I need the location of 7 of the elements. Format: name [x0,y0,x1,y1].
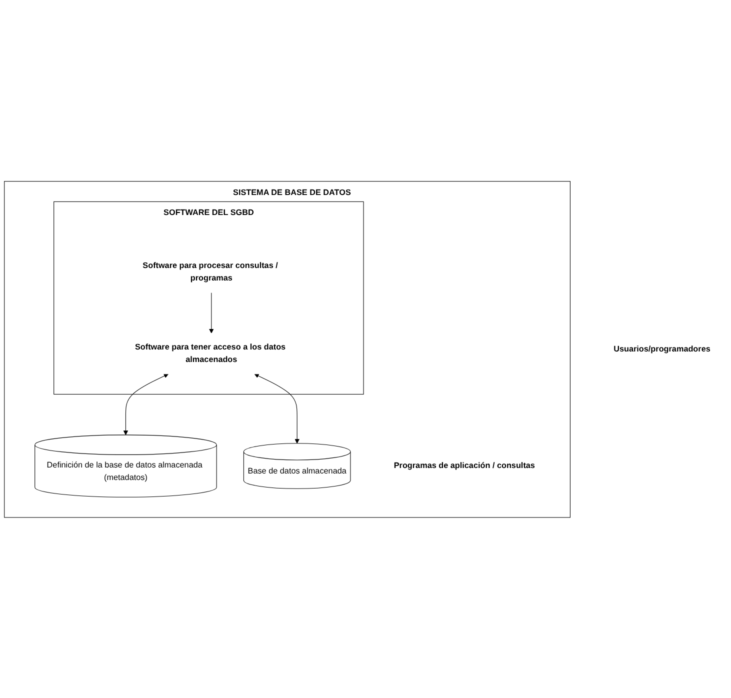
node-text: Usuarios/programadores [614,344,710,354]
arrow [123,373,169,435]
node-text: Software para tener acceso a los datos almacenados [134,342,286,364]
node-text: Software para procesar consultas / programas [142,260,278,282]
arrow [254,373,300,444]
arrow [209,292,214,334]
node-text: Programas de aplicación / consultas [394,460,535,470]
